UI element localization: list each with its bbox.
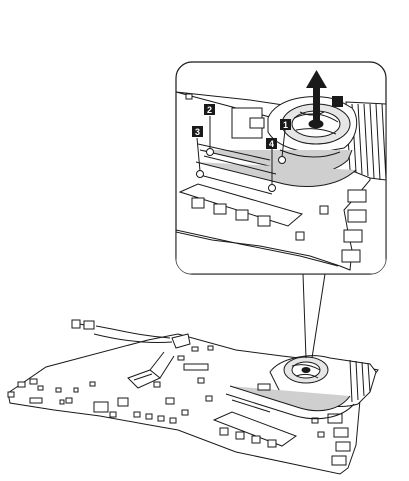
svg-text:4: 4 xyxy=(269,139,274,149)
callout-marker-2: 2 xyxy=(204,104,215,115)
svg-text:3: 3 xyxy=(195,127,200,137)
callout-marker-4: 4 xyxy=(266,138,277,149)
system-board-overview xyxy=(8,320,378,474)
callout-marker-1: 1 xyxy=(280,119,291,130)
svg-text:1: 1 xyxy=(283,120,288,130)
screw-1 xyxy=(279,157,286,164)
screw-4 xyxy=(269,185,276,192)
callout-marker-3: 3 xyxy=(192,126,203,137)
callout-marker-arrow xyxy=(332,96,343,107)
zoom-inset: 1 2 3 4 xyxy=(176,62,386,274)
screw-3 xyxy=(197,171,204,178)
svg-text:2: 2 xyxy=(207,105,212,115)
zoom-leader-lines xyxy=(303,274,325,358)
screw-2 xyxy=(207,149,214,156)
